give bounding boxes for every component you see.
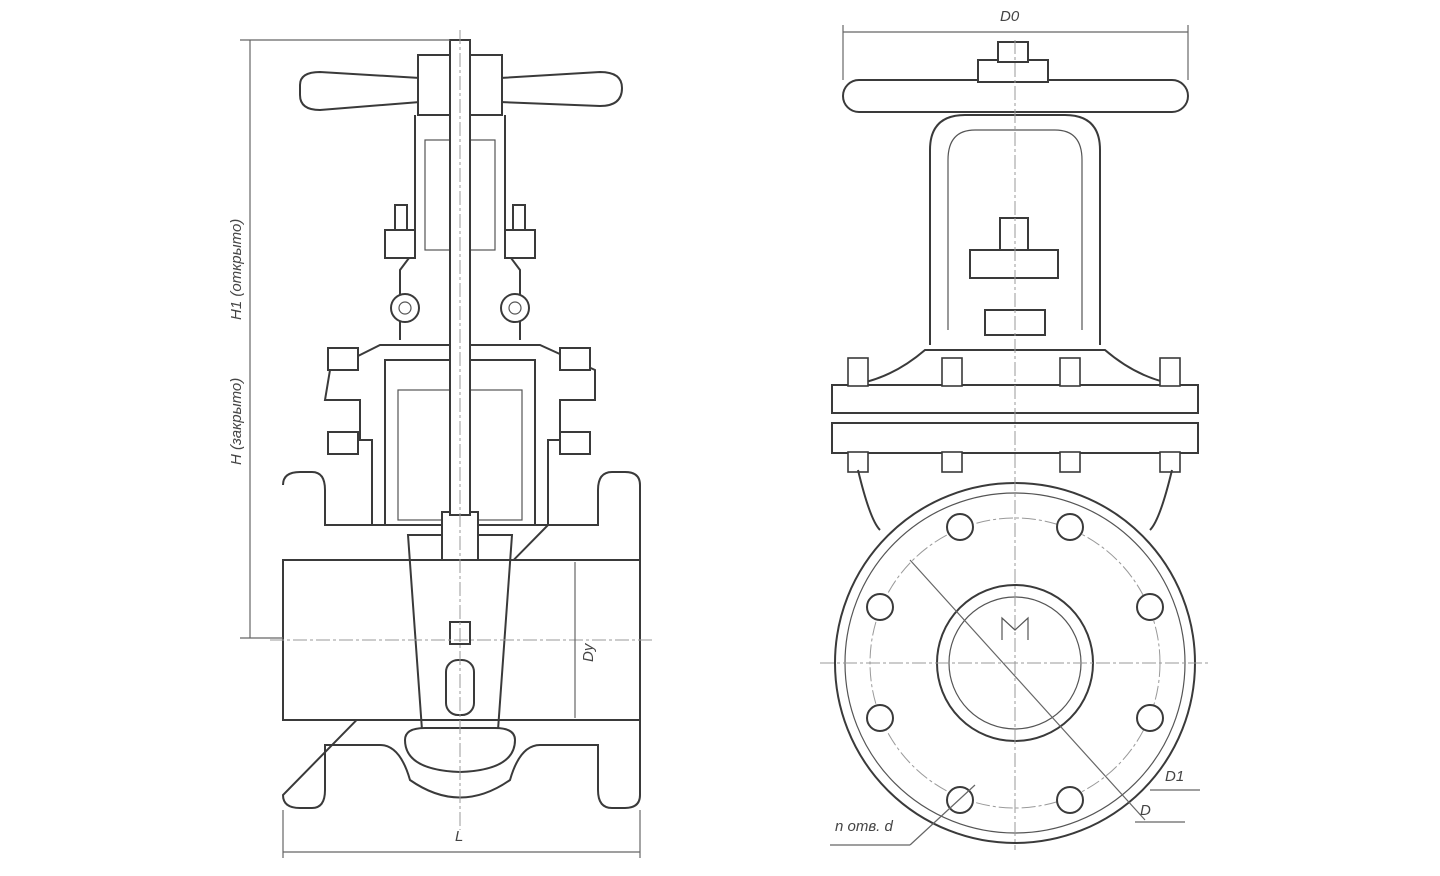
- dim-label-d1: D1: [1165, 768, 1185, 785]
- dim-label-holes: n отв. d: [835, 818, 893, 835]
- dim-label-l: L: [455, 828, 464, 845]
- front-view: [820, 40, 1210, 850]
- dim-label-d0: D0: [1000, 8, 1020, 25]
- dim-label-d: D: [1140, 802, 1151, 819]
- dim-label-h1: H1 (открыто): [228, 218, 245, 320]
- dim-label-dy: Dy: [580, 643, 597, 662]
- dimensions: [240, 25, 1189, 858]
- section-view: [270, 30, 655, 830]
- dim-label-h: H (закрыто): [228, 377, 245, 465]
